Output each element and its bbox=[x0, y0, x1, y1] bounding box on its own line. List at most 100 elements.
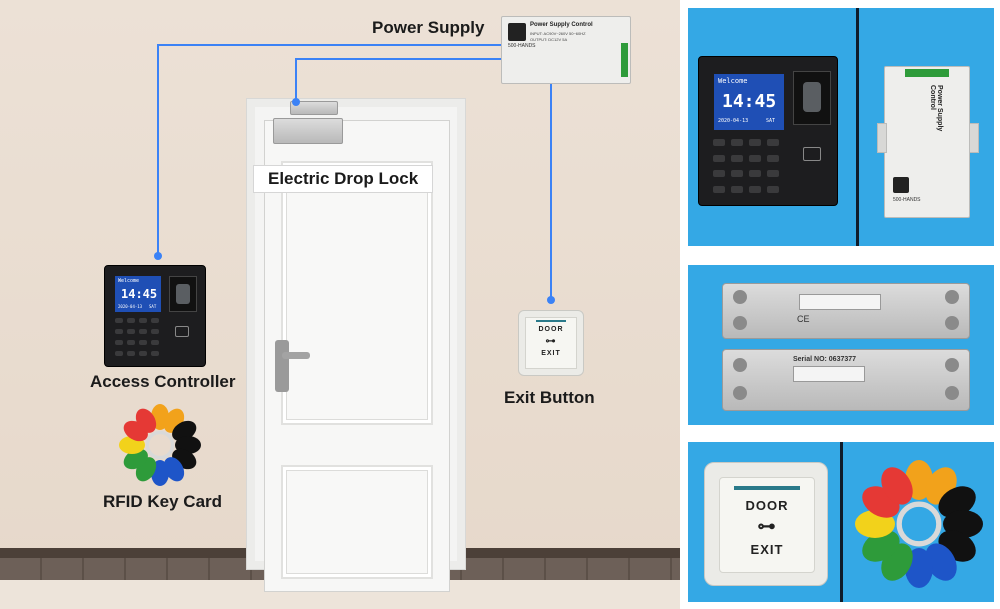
door-handle bbox=[282, 352, 310, 359]
psu-output: OUTPUT: DC12V 5A bbox=[530, 37, 568, 42]
ce-mark-icon: CE bbox=[797, 314, 810, 324]
rfid-key-fob bbox=[862, 530, 900, 562]
psu-terminal-block bbox=[621, 43, 628, 77]
keypad-key bbox=[767, 170, 779, 177]
exit-plate-exit-text: EXIT bbox=[541, 350, 561, 357]
door-lower-panel bbox=[281, 465, 433, 579]
keypad-key bbox=[115, 329, 123, 334]
photo-controller-and-power-supply: Welcome 14:45 2020-04-13 SAT Power Suppl… bbox=[688, 8, 994, 246]
keypad-key bbox=[713, 154, 725, 162]
rfid-key-fob bbox=[163, 457, 185, 482]
drop-lock-top-bar bbox=[290, 101, 338, 115]
photo-psu-brand: 500-HANDS bbox=[893, 197, 921, 203]
wire-lock-vertical bbox=[295, 58, 297, 102]
screw-hole-icon bbox=[945, 316, 959, 330]
drop-lock-device bbox=[273, 118, 343, 144]
keypad-key bbox=[139, 340, 147, 345]
brand-logo-icon bbox=[893, 177, 909, 193]
keypad-key bbox=[151, 340, 159, 345]
photo-divider bbox=[856, 8, 859, 246]
keypad-key bbox=[767, 139, 779, 146]
rfid-key-fob bbox=[172, 420, 197, 442]
keypad-key bbox=[139, 351, 147, 356]
label-power-supply: Power Supply bbox=[372, 18, 485, 37]
keypad-key bbox=[127, 340, 135, 345]
wire-exit-vertical bbox=[550, 84, 552, 300]
keypad-key bbox=[127, 351, 135, 356]
photo-screen-welcome: Welcome bbox=[718, 77, 748, 85]
lock-serial-number: Serial NO: 0637377 bbox=[793, 356, 857, 363]
photo-lock-strike-plate: CE bbox=[722, 283, 970, 339]
psu-terminal-block bbox=[905, 69, 949, 77]
psu-mount-tab-right bbox=[969, 123, 979, 153]
screen-welcome: Welcome bbox=[118, 278, 140, 284]
keypad-key bbox=[767, 185, 779, 193]
keypad-key bbox=[127, 329, 135, 334]
photo-electric-drop-lock: CE Serial NO: 0637377 bbox=[688, 265, 994, 425]
label-access-controller: Access Controller bbox=[90, 372, 236, 391]
photo-power-supply: Power Supply Control 500-HANDS bbox=[877, 66, 979, 218]
rfid-key-fob bbox=[135, 408, 157, 433]
door-upper-panel bbox=[281, 161, 433, 425]
power-supply-unit: Power Supply Control 500-HANDS INPUT: AC… bbox=[501, 16, 631, 84]
keypad-key bbox=[139, 329, 147, 334]
photo-screen-time: 14:45 bbox=[722, 91, 777, 112]
photo-keypad bbox=[713, 139, 785, 195]
keypad-key bbox=[767, 154, 779, 162]
keypad-key bbox=[749, 185, 761, 193]
key-ring-icon bbox=[896, 501, 942, 547]
screw-hole-icon bbox=[733, 386, 747, 400]
photo-exit-button-and-cards: DOOR ⊶ EXIT bbox=[688, 442, 994, 602]
screw-hole-icon bbox=[733, 358, 747, 372]
keypad-key bbox=[713, 185, 725, 193]
access-controller-device: Welcome 14:45 2020-04-13 SAT bbox=[104, 265, 206, 367]
key-icon: ⊶ bbox=[545, 336, 557, 347]
lock-label-sticker bbox=[799, 294, 881, 310]
exit-button-face: DOOR ⊶ EXIT bbox=[525, 317, 577, 369]
photo-divider bbox=[840, 442, 843, 602]
exit-plate-door-text: DOOR bbox=[538, 326, 564, 333]
photo-exit-exit-text: EXIT bbox=[750, 542, 784, 557]
controller-screen: Welcome 14:45 2020-04-13 SAT bbox=[115, 276, 161, 312]
screw-hole-icon bbox=[945, 358, 959, 372]
rfid-key-fob bbox=[925, 543, 957, 581]
screen-day: SAT bbox=[149, 304, 157, 309]
door-handle-plate bbox=[275, 340, 289, 392]
installation-diagram: Power Supply Power Supply Control 500-HA… bbox=[0, 0, 680, 609]
photo-screen-date: 2020-04-13 bbox=[718, 118, 749, 124]
lock-serial-sticker bbox=[793, 366, 865, 382]
card-reader-icon bbox=[803, 147, 821, 161]
photo-psu-title: Power Supply Control bbox=[929, 85, 943, 132]
wire-endpoint-controller bbox=[154, 252, 162, 260]
keypad-key bbox=[713, 139, 725, 146]
wire-endpoint-lock bbox=[292, 98, 300, 106]
keypad bbox=[115, 318, 163, 358]
keypad-key bbox=[731, 170, 743, 177]
wire-lock-horizontal bbox=[295, 58, 501, 60]
key-icon: ⊶ bbox=[757, 516, 777, 536]
label-electric-drop-lock: Electric Drop Lock bbox=[254, 166, 433, 192]
photo-access-controller: Welcome 14:45 2020-04-13 SAT bbox=[698, 56, 838, 206]
fingerprint-icon bbox=[803, 82, 821, 112]
photo-lock-body: Serial NO: 0637377 bbox=[722, 349, 970, 411]
card-reader-icon bbox=[175, 326, 189, 337]
psu-input: INPUT: AC90V~260V 50~60HZ bbox=[530, 31, 586, 36]
photo-screen-day: SAT bbox=[766, 118, 776, 124]
rfid-key-cards-image bbox=[119, 404, 201, 486]
psu-brand: 500-HANDS bbox=[508, 43, 536, 49]
keypad-key bbox=[151, 351, 159, 356]
label-exit-button: Exit Button bbox=[504, 388, 595, 407]
key-ring-icon bbox=[145, 430, 175, 460]
photo-rfid-key-cards bbox=[855, 460, 983, 588]
fingerprint-icon bbox=[176, 284, 190, 304]
label-rfid-key-card: RFID Key Card bbox=[103, 492, 223, 511]
exit-indicator-strip bbox=[734, 486, 800, 490]
keypad-key bbox=[139, 318, 147, 323]
keypad-key bbox=[151, 329, 159, 334]
rfid-key-fob bbox=[881, 467, 913, 505]
psu-title: Power Supply Control bbox=[530, 22, 593, 28]
exit-button-device: DOOR ⊶ EXIT bbox=[518, 310, 584, 376]
screw-hole-icon bbox=[945, 386, 959, 400]
keypad-key bbox=[731, 139, 743, 146]
screw-hole-icon bbox=[733, 316, 747, 330]
